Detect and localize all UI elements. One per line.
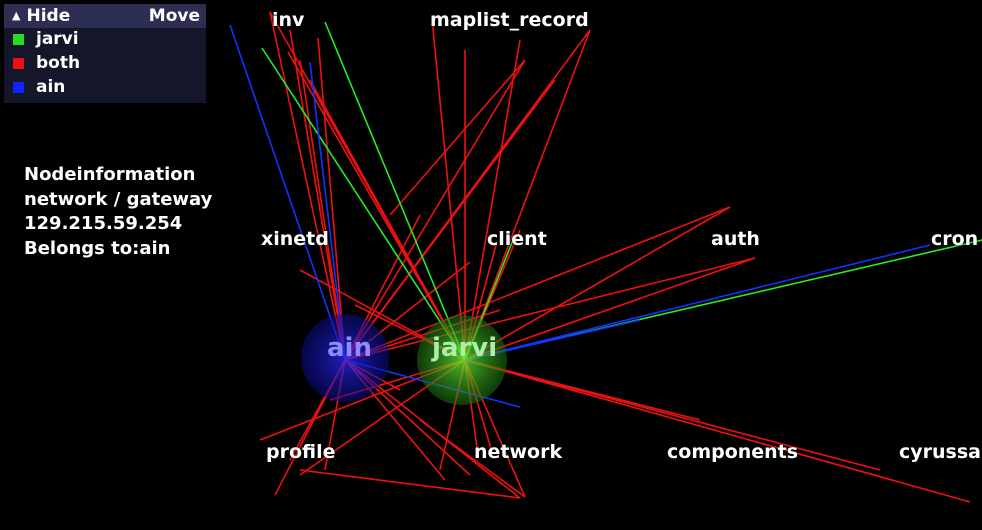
- graph-edge: [229, 24, 346, 361]
- node-info-panel: Nodeinformation network / gateway 129.21…: [24, 163, 212, 261]
- node-cron[interactable]: cron: [931, 228, 979, 250]
- triangle-up-icon: ▲: [12, 9, 21, 22]
- legend-panel: ▲ Hide Move jarvi both ain: [4, 4, 206, 103]
- graph-edge: [299, 469, 521, 499]
- hide-label: Hide: [26, 6, 71, 26]
- graph-edge: [419, 419, 526, 498]
- graph-edge: [464, 244, 931, 361]
- legend-item-ain: ain: [4, 76, 206, 100]
- node-inv[interactable]: inv: [272, 9, 305, 31]
- legend-label: ain: [36, 77, 66, 97]
- graph-edge: [324, 21, 466, 361]
- node-xinetd[interactable]: xinetd: [261, 228, 329, 250]
- legend-label: both: [36, 53, 81, 73]
- node-cyrussasl[interactable]: cyrussa: [899, 441, 981, 463]
- graph-edge: [464, 206, 731, 361]
- host-jarvi-node[interactable]: [417, 315, 507, 405]
- graph-edge: [309, 61, 346, 361]
- graph-edge: [464, 39, 521, 361]
- node-info-owner: Belongs to:ain: [24, 237, 171, 259]
- node-auth[interactable]: auth: [711, 228, 760, 250]
- node-maplist-record[interactable]: maplist_record: [430, 9, 589, 31]
- legend-label: jarvi: [36, 29, 79, 49]
- graph-edge: [431, 17, 466, 361]
- host-ain-node[interactable]: [301, 314, 389, 402]
- legend-header: ▲ Hide Move: [4, 4, 206, 28]
- graph-edge: [309, 79, 466, 361]
- graph-edge: [344, 206, 731, 361]
- legend-item-jarvi: jarvi: [4, 28, 206, 52]
- legend-item-both: both: [4, 52, 206, 76]
- hide-button[interactable]: ▲ Hide: [12, 6, 70, 26]
- node-info-title: Nodeinformation: [24, 164, 196, 185]
- host-ain-label[interactable]: ain: [327, 333, 372, 363]
- graph-edge: [317, 37, 346, 361]
- host-jarvi-label[interactable]: jarvi: [432, 333, 498, 363]
- node-client[interactable]: client: [487, 228, 547, 250]
- ain-swatch-icon: [13, 82, 24, 93]
- graph-edge: [389, 59, 526, 216]
- both-swatch-icon: [13, 58, 24, 69]
- graph-edge: [261, 47, 466, 361]
- node-components[interactable]: components: [667, 441, 799, 463]
- graph-edge: [344, 29, 591, 361]
- node-info-address: 129.215.59.254: [24, 213, 183, 234]
- jarvi-swatch-icon: [13, 34, 24, 45]
- node-network[interactable]: network: [474, 441, 563, 463]
- graph-edge: [464, 29, 591, 361]
- graph-edge: [287, 51, 466, 361]
- node-profile[interactable]: profile: [266, 441, 336, 463]
- graph-edge: [344, 257, 756, 361]
- graph-edge: [269, 11, 346, 361]
- graph-edge: [299, 59, 346, 361]
- node-info-type: network / gateway: [24, 188, 213, 210]
- graph-edge: [464, 257, 756, 361]
- graph-edge: [289, 29, 346, 361]
- move-button[interactable]: Move: [148, 6, 200, 26]
- graph-edge: [464, 359, 971, 503]
